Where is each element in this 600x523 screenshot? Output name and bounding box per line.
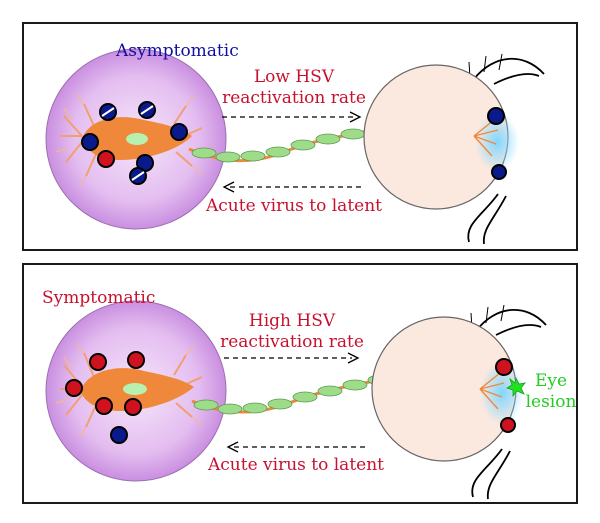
forward-label-line2: reactivation rate: [220, 332, 364, 352]
backward-label: Acute virus to latent: [205, 196, 382, 216]
virus-icon: [81, 101, 188, 185]
lesion-star-icon: [506, 376, 526, 398]
forward-label-line1: High HSV: [248, 311, 336, 331]
eye-lesion-label-line2: lesion: [525, 392, 577, 412]
virus-icon: [65, 351, 145, 444]
symptomatic-diagram: [45, 300, 547, 500]
state-label: Asymptomatic: [116, 41, 239, 61]
backward-arrow: [226, 441, 368, 453]
asymptomatic-panel: Asymptomatic Low HSV reactivation rate A…: [22, 22, 578, 251]
eye-icon: [371, 304, 547, 500]
neuron-icon: [55, 93, 203, 187]
neuron-nucleus: [123, 383, 147, 395]
eye-lesion-label-line1: Eye: [534, 371, 568, 391]
state-label: Symptomatic: [42, 288, 156, 308]
forward-label-line1: Low HSV: [253, 67, 335, 87]
forward-arrow: [222, 111, 362, 123]
asymptomatic-diagram: [45, 48, 545, 245]
forward-label-line2: reactivation rate: [222, 88, 366, 108]
backward-label: Acute virus to latent: [207, 455, 384, 475]
neuron-nucleus: [126, 133, 148, 145]
symptomatic-panel: Symptomatic High HSV reactivation rate A…: [22, 263, 578, 504]
backward-arrow: [222, 181, 364, 193]
forward-arrow: [224, 352, 360, 364]
eye-icon: [363, 53, 545, 245]
